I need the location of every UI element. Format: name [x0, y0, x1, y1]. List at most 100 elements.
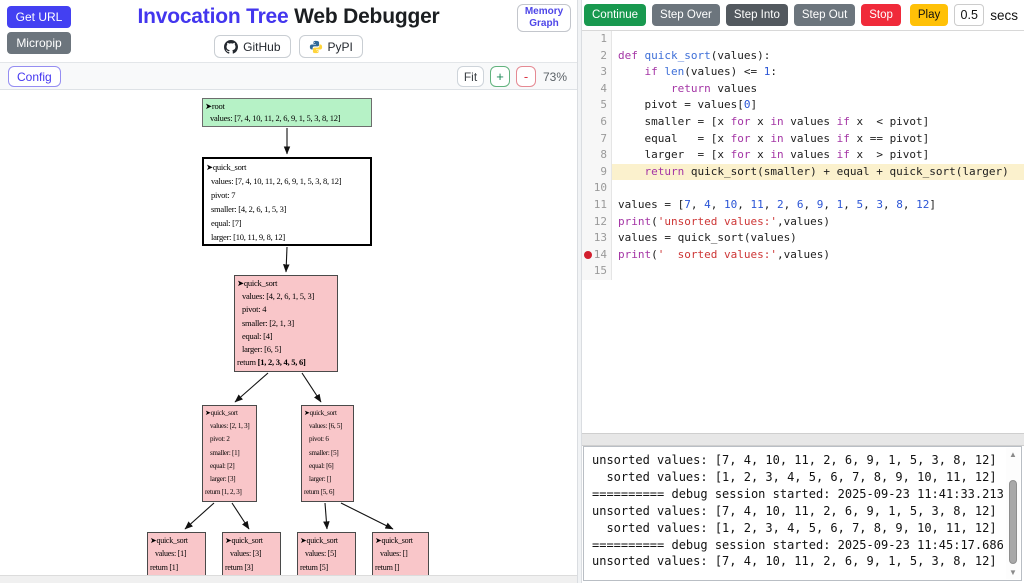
config-button[interactable]: Config — [8, 66, 61, 87]
panel-divider[interactable] — [577, 0, 582, 583]
console-line: sorted values: [1, 2, 3, 4, 5, 6, 7, 8, … — [592, 469, 997, 484]
step-over-button[interactable]: Step Over — [652, 4, 720, 26]
get-url-button[interactable]: Get URL — [7, 6, 71, 28]
gutter-line-number[interactable]: 3 — [582, 64, 612, 81]
step-into-button[interactable]: Step Into — [725, 4, 788, 26]
node-row: values: [1] — [155, 549, 187, 559]
pypi-button[interactable]: PyPI — [298, 35, 363, 58]
header-links: GitHub PyPI — [0, 35, 577, 58]
gutter-line-number[interactable]: 5 — [582, 97, 612, 114]
node-row: larger: [10, 11, 9, 8, 12] — [211, 232, 285, 243]
node-row: larger: [] — [309, 475, 332, 484]
code-text: pivot = values[0] — [618, 98, 758, 112]
gutter-line-number[interactable]: 6 — [582, 113, 612, 131]
code-line-8: 8 larger = [x for x in values if x > piv… — [582, 147, 1024, 164]
gutter-line-number[interactable]: 11 — [582, 196, 612, 214]
node-row: return [3] — [225, 562, 253, 572]
fit-button[interactable]: Fit — [457, 66, 484, 87]
code-text: return quick_sort(smaller) + equal + qui… — [612, 163, 1024, 181]
play-button[interactable]: Play — [909, 4, 949, 26]
page-title: Invocation Tree Web Debugger — [0, 5, 577, 29]
code-line-1: 1 — [582, 31, 1024, 48]
node-row: pivot: 4 — [242, 304, 267, 315]
gutter-line-number[interactable]: 8 — [582, 147, 612, 164]
gutter-line-number[interactable]: 7 — [582, 130, 612, 148]
console-output: unsorted values: [7, 4, 10, 11, 2, 6, 9,… — [584, 447, 1005, 580]
step-out-button[interactable]: Step Out — [793, 4, 856, 26]
node-row: return [1, 2, 3, 4, 5, 6] — [237, 357, 306, 368]
github-button[interactable]: GitHub — [214, 35, 291, 58]
gutter-line-number[interactable]: 1 — [582, 31, 612, 48]
breakpoint-icon[interactable] — [584, 251, 592, 260]
tree-horizontal-scrollbar[interactable] — [0, 575, 577, 583]
title-accent: Invocation Tree — [137, 5, 289, 28]
delay-input[interactable] — [954, 4, 985, 26]
editor-horizontal-scrollbar[interactable] — [582, 433, 1024, 446]
gutter-line-number[interactable]: 4 — [582, 80, 612, 98]
scroll-down-icon[interactable]: ▼ — [1009, 568, 1017, 577]
continue-button[interactable]: Continue — [584, 4, 647, 26]
stop-button[interactable]: Stop — [861, 4, 901, 26]
node-row: return [1, 2, 3] — [205, 488, 242, 497]
node-title: ➤quick_sort — [225, 536, 263, 545]
gutter-line-number[interactable]: 13 — [582, 230, 612, 247]
node-row: return [] — [375, 562, 400, 572]
code-line-10: 10 — [582, 180, 1024, 197]
memory-graph-button[interactable]: Memory Graph — [517, 4, 571, 32]
gutter-line-number[interactable]: 15 — [582, 263, 612, 280]
zoom-in-button[interactable]: + — [490, 66, 510, 87]
scroll-thumb[interactable] — [1009, 480, 1017, 564]
node-row: return [5] — [300, 562, 328, 572]
node-title: ➤quick_sort — [206, 162, 247, 172]
code-text: larger = [x for x in values if x > pivot… — [618, 148, 930, 162]
code-line-3: 3 if len(values) <= 1: — [582, 64, 1024, 81]
gutter-line-number[interactable]: 2 — [582, 47, 612, 65]
gutter-line-number[interactable]: 9 — [582, 163, 612, 181]
node-row: return [5, 6] — [304, 488, 335, 497]
console-line: unsorted values: [7, 4, 10, 11, 2, 6, 9,… — [592, 554, 997, 569]
code-line-4: 4 return values — [582, 80, 1024, 98]
console-line: ========== debug session started: 2025-0… — [592, 486, 1004, 501]
gutter-line-number[interactable]: 14 — [582, 246, 612, 264]
node-row: values: [] — [380, 549, 408, 559]
node-row: equal: [2] — [210, 461, 235, 470]
node-row: smaller: [1] — [210, 448, 240, 457]
gutter-line-number[interactable]: 10 — [582, 180, 612, 197]
delay-unit-label: secs — [990, 7, 1018, 23]
node-row: equal: [4] — [242, 330, 273, 341]
scroll-up-icon[interactable]: ▲ — [1009, 450, 1017, 459]
micropip-button[interactable]: Micropip — [7, 32, 71, 54]
node-row: values: [4, 2, 6, 1, 5, 3] — [242, 291, 315, 302]
code-text — [612, 180, 1024, 197]
right-panel: Continue Step Over Step Into Step Out St… — [582, 0, 1024, 583]
zoom-out-button[interactable]: - — [516, 66, 536, 87]
console-panel: unsorted values: [7, 4, 10, 11, 2, 6, 9,… — [583, 446, 1022, 581]
pypi-icon — [309, 40, 323, 54]
tree-toolbar: Config Fit + - 73% — [0, 62, 577, 90]
gutter-line-number[interactable]: 12 — [582, 213, 612, 231]
code-text — [612, 263, 1024, 280]
console-scrollbar[interactable]: ▲ ▼ — [1006, 448, 1020, 579]
debug-controls: Continue Step Over Step Into Step Out St… — [582, 0, 1024, 31]
console-line: unsorted values: [7, 4, 10, 11, 2, 6, 9,… — [592, 503, 997, 518]
console-line: unsorted values: [7, 4, 10, 11, 2, 6, 9,… — [592, 453, 997, 467]
github-label: GitHub — [243, 39, 281, 54]
tree-edge — [340, 502, 394, 530]
node-row: return [1] — [150, 562, 178, 572]
left-header: Get URL Micropip Invocation Tree Web Deb… — [0, 0, 577, 62]
